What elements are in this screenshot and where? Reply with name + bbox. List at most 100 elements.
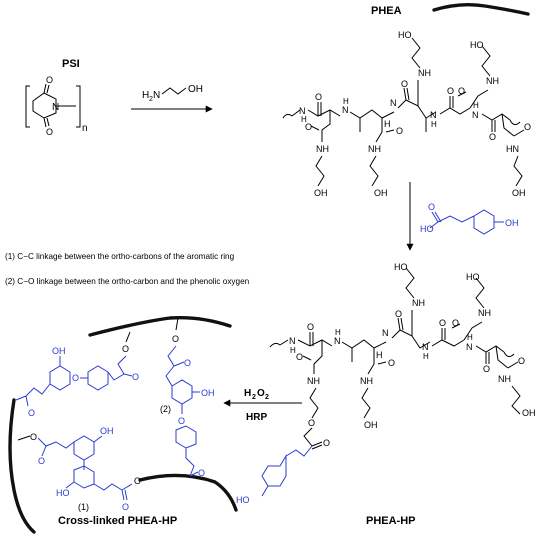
svg-text:O: O	[72, 373, 79, 383]
svg-text:H: H	[384, 119, 391, 129]
svg-text:O: O	[122, 344, 129, 354]
svg-text:N: N	[422, 342, 429, 352]
svg-text:O: O	[178, 416, 185, 426]
hpa-oh: OH	[505, 218, 519, 228]
phea-hp-side-oh-2: OH	[364, 420, 378, 430]
phea-side-oh-1: OH	[314, 188, 328, 198]
psi-oxygen-top: O	[46, 75, 53, 85]
phea-side-nh-3: NH	[418, 68, 431, 78]
svg-text:N: N	[390, 98, 397, 108]
phea-hp-side-nh-2: NH	[360, 376, 373, 386]
phea-hp-side-nh-1: NH	[307, 376, 320, 386]
phea-hp-side-nh-4: NH	[478, 308, 491, 318]
network-ho-lower-ring: HO	[56, 488, 70, 498]
psi-repeat-n: n	[82, 123, 88, 134]
note-co-linkage: (2) C−O linkage between the ortho-carbon…	[5, 277, 250, 286]
svg-text:H: H	[467, 333, 473, 342]
phea-side-nh-4: NH	[486, 76, 499, 86]
svg-text:N: N	[466, 342, 473, 352]
svg-text:O: O	[439, 318, 446, 328]
phea-structure: PHEA N H O O NH OH N H H N O NH OH O NH	[282, 2, 531, 198]
svg-text:O: O	[518, 356, 525, 366]
phea-side-ho-3: HO	[398, 30, 412, 40]
phea-hp-side-ho-4: HO	[466, 272, 480, 282]
svg-text:O: O	[483, 364, 490, 374]
svg-text:O: O	[30, 432, 37, 442]
phea-chain-icon	[432, 2, 530, 16]
svg-text:O: O	[122, 502, 129, 512]
svg-text:O: O	[296, 352, 303, 362]
crosslinked-network: O O O OH O O O OH O (2) O O	[8, 315, 238, 534]
svg-text:O: O	[307, 322, 314, 332]
svg-text:H: H	[335, 328, 341, 337]
svg-text:HO: HO	[420, 224, 434, 234]
phea-hp-side-nh-5: NH	[498, 374, 511, 384]
svg-text:O: O	[38, 456, 45, 466]
svg-text:2: 2	[252, 394, 256, 401]
psi-label: PSI	[62, 58, 80, 70]
svg-text:O: O	[28, 408, 35, 418]
svg-text:O: O	[198, 468, 205, 478]
network-oh-right: OH	[201, 388, 215, 398]
crosslinking-step: H 2 O 2 HRP	[223, 388, 302, 423]
svg-text:O: O	[452, 318, 459, 328]
network-oh-top: OH	[52, 346, 66, 356]
linkage-tag-1: (1)	[78, 502, 89, 512]
psi-oxygen-bottom: O	[46, 127, 53, 137]
svg-text:O: O	[132, 372, 139, 382]
svg-text:H: H	[423, 352, 429, 361]
psi-nitrogen: N	[52, 102, 59, 113]
polymer-chain-top	[88, 315, 232, 337]
psi-structure: PSI N O O n	[25, 58, 88, 137]
amination-step: H 2 N OH	[131, 84, 213, 113]
svg-text:O: O	[428, 202, 435, 212]
svg-text:H: H	[290, 346, 296, 355]
linkage-tag-2: (2)	[160, 404, 171, 414]
svg-text:N: N	[334, 336, 341, 346]
phea-side-ho-4: HO	[470, 40, 484, 50]
svg-text:O: O	[323, 438, 330, 448]
svg-text:O: O	[184, 358, 191, 368]
phea-label: PHEA	[371, 5, 402, 17]
svg-text:O: O	[134, 476, 141, 486]
phea-nh-1: N	[299, 106, 306, 116]
svg-text:O: O	[396, 126, 403, 136]
phea-hp-phenol-ho: HO	[236, 495, 250, 505]
svg-text:N: N	[382, 328, 389, 338]
hrp-label: HRP	[246, 412, 267, 423]
phea-hp-structure: N H O O NH O O HO N H H N O NH OH O NH	[236, 262, 536, 527]
phea-hp-side-ho-3: HO	[394, 262, 408, 272]
svg-text:H: H	[376, 350, 383, 360]
polymer-chain-bottom	[138, 473, 238, 512]
svg-text:O: O	[172, 334, 179, 344]
phea-hp-side-nh-3: NH	[412, 298, 425, 308]
phea-side-nh-2: NH	[368, 144, 381, 154]
svg-text:O: O	[458, 86, 465, 96]
phea-side-oh-2: OH	[374, 188, 388, 198]
phea-side-hn-5: HN	[506, 144, 519, 154]
svg-text:O: O	[308, 418, 315, 428]
phea-side-nh-1: NH	[316, 144, 329, 154]
svg-text:N: N	[289, 336, 296, 346]
svg-text:H: H	[473, 101, 479, 110]
phea-hp-label: PHEA-HP	[366, 515, 416, 527]
phea-hp-side-oh-5: OH	[522, 408, 536, 418]
reagent-n: N	[153, 90, 160, 101]
svg-text:O: O	[305, 122, 312, 132]
phea-side-oh-5: OH	[512, 188, 526, 198]
svg-text:O: O	[489, 132, 496, 142]
reagent-h: H	[142, 90, 149, 101]
svg-text:O: O	[401, 79, 408, 89]
note-cc-linkage: (1) C−C linkage between the ortho-carbon…	[5, 252, 235, 261]
svg-text:N: N	[472, 110, 479, 120]
svg-text:H: H	[343, 97, 349, 106]
svg-text:O: O	[524, 122, 531, 132]
svg-text:O: O	[447, 86, 454, 96]
svg-text:O: O	[395, 309, 402, 319]
svg-text:H: H	[301, 115, 307, 124]
conjugation-step: O HO OH	[406, 182, 519, 251]
h2o2-h: H	[244, 388, 251, 399]
polymer-chain-left	[8, 398, 36, 534]
reagent-oh: OH	[188, 84, 203, 95]
